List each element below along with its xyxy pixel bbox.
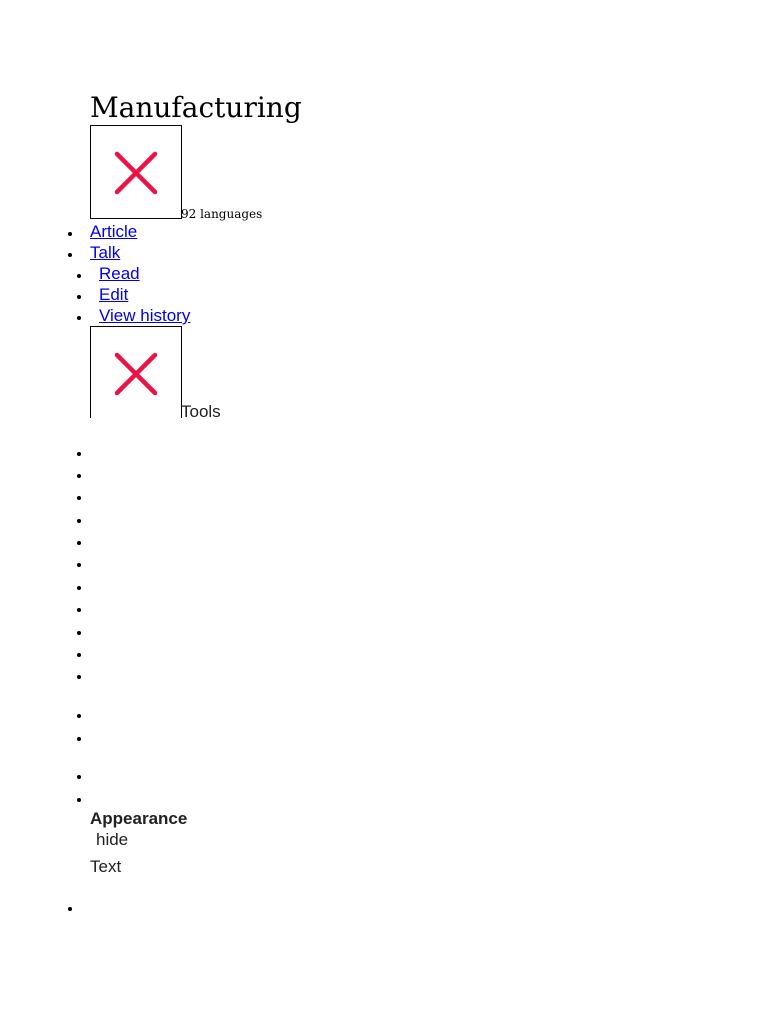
list-bullet (77, 274, 81, 278)
empty-list-item (77, 563, 81, 567)
list-bullet (77, 295, 81, 299)
empty-list-item (77, 653, 81, 657)
tab-edit[interactable]: Edit (99, 285, 129, 304)
list-bullet (68, 232, 72, 236)
tools-button[interactable] (90, 326, 182, 418)
hide-button[interactable]: hide (96, 830, 129, 849)
list-bullet (77, 316, 81, 320)
empty-list-item (77, 519, 81, 523)
empty-list-item (77, 631, 81, 635)
empty-list-item (77, 474, 81, 478)
list-bullet (68, 253, 72, 257)
appearance-heading: Appearance (90, 809, 188, 828)
language-button[interactable] (90, 125, 182, 219)
tab-view-history[interactable]: View history (99, 306, 191, 325)
tab-article[interactable]: Article (90, 222, 138, 241)
empty-list-item (77, 798, 81, 802)
tools-label[interactable]: Tools (181, 402, 221, 421)
empty-list-item (77, 737, 81, 741)
empty-list-item (77, 586, 81, 590)
text-size-label: Text (90, 857, 122, 876)
tab-read[interactable]: Read (99, 264, 140, 283)
page-title: Manufacturing (90, 91, 302, 124)
empty-list-item (77, 541, 81, 545)
empty-list-item (68, 907, 72, 911)
empty-list-item (77, 608, 81, 612)
empty-list-item (77, 452, 81, 456)
broken-image-icon (114, 352, 158, 396)
empty-list-item (77, 714, 81, 718)
broken-image-icon (114, 151, 158, 195)
language-count-label[interactable]: 92 languages (181, 207, 263, 221)
empty-list-item (77, 675, 81, 679)
tab-talk[interactable]: Talk (90, 243, 121, 262)
empty-list-item (77, 496, 81, 500)
empty-list-item (77, 775, 81, 779)
